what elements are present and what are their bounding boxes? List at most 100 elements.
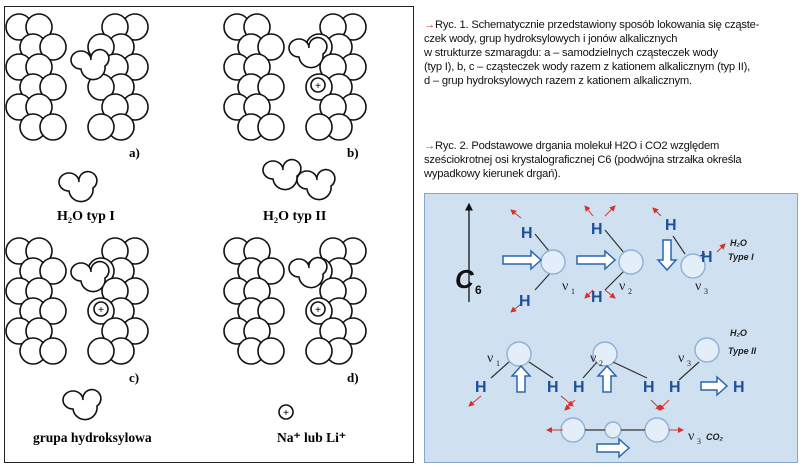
oxygen-ring-circle xyxy=(39,257,67,285)
vibration-arrow xyxy=(468,395,482,407)
panel-label-d: d) xyxy=(347,370,359,385)
figure-1-panel: a) b) c) d) H₂O typ I H₂O typ II grupa h… xyxy=(4,6,414,463)
figure-1-diagram: a) b) c) d) H₂O typ I H₂O typ II grupa h… xyxy=(5,13,367,445)
cation-plus-c: + xyxy=(98,304,104,316)
mode-nu-2: ν xyxy=(619,279,625,294)
oxygen-atom-circle xyxy=(694,337,720,363)
vibration-arrow xyxy=(564,399,576,411)
oxygen-ring-circle xyxy=(305,113,333,141)
cation-plus-b: + xyxy=(315,80,321,92)
vibration-arrow xyxy=(652,207,662,217)
legend-water-type1-shape xyxy=(58,170,98,203)
oxygen-atom-circle xyxy=(592,341,618,367)
caption-marker: → xyxy=(424,140,435,152)
caption-line: wypadkowy kierunek drgań). xyxy=(424,168,561,180)
h2o-label-type2: H₂O xyxy=(730,328,747,338)
panel-label-b: b) xyxy=(347,145,359,160)
c6-axis-label: C xyxy=(455,264,475,294)
mode-sub-1: 1 xyxy=(571,287,575,296)
legend-h2o-type1: H₂O typ I xyxy=(57,209,115,224)
oxygen-ring-circle xyxy=(257,337,285,365)
mode-sub-3-type2: 3 xyxy=(687,359,691,368)
mode-nu-1-type2: ν xyxy=(487,351,493,366)
caption-line: sześciokrotnej osi krystalograficznej C6… xyxy=(424,154,742,166)
legend-cation: Na⁺ lub Li⁺ xyxy=(277,430,346,445)
oxygen-ring-circle xyxy=(39,33,67,61)
cation-circle xyxy=(310,77,326,93)
figure-2-caption: →Ryc. 2. Podstawowe drgania molekuł H2O … xyxy=(424,139,796,181)
oxygen-atom-circle xyxy=(560,417,586,443)
h2o-label-type1: H₂O xyxy=(730,238,747,248)
mode-sub-2-type2: 2 xyxy=(599,359,603,368)
mode-sub-3: 3 xyxy=(704,287,708,296)
h-atom: H xyxy=(591,221,603,238)
caption-line: Ryc. 1. Schematycznie przedstawiony spos… xyxy=(435,19,760,31)
figure-2-diagram: C 6 H₂O Type I H₂O Type II CO₂ ν 1 ν 2 ν… xyxy=(455,202,757,459)
vibration-arrow xyxy=(604,289,616,299)
c6-axis-sub: 6 xyxy=(475,283,482,297)
co2-label: CO₂ xyxy=(706,432,724,442)
oxygen-atom-circle xyxy=(618,249,644,275)
water-molecule-b xyxy=(288,36,328,69)
caption-line: czek wody, grup hydroksylowych i jonów a… xyxy=(424,33,678,45)
caption-line: (typ I), b, c – cząsteczek wody razem z … xyxy=(424,61,751,73)
vibration-arrow xyxy=(604,205,616,217)
figure-1-caption: →Ryc. 1. Schematycznie przedstawiony spo… xyxy=(424,18,796,88)
h-atom: H xyxy=(701,249,713,266)
bond-line xyxy=(604,229,626,255)
resultant-double-arrow xyxy=(576,249,617,271)
legend-cation-plus: + xyxy=(283,407,289,419)
oxygen-ring-circle xyxy=(257,33,285,61)
legend-cation-shape xyxy=(278,404,294,420)
oxygen-atom-circle xyxy=(506,341,532,367)
legend-h2o-type2: H₂O typ II xyxy=(263,209,326,224)
mode-sub-1-type2: 1 xyxy=(496,359,500,368)
caption-line: d – grup hydroksylowych razem z kationem… xyxy=(424,75,692,87)
oxygen-ring-circle xyxy=(257,257,285,285)
vibration-arrow xyxy=(510,209,522,219)
h-atom: H xyxy=(669,379,681,396)
figure-2-panel: C 6 H₂O Type I H₂O Type II CO₂ ν 1 ν 2 ν… xyxy=(424,193,798,463)
mode-sub-3-co2: 3 xyxy=(697,437,701,446)
mode-nu-1: ν xyxy=(562,279,568,294)
type1-label: Type I xyxy=(728,252,754,262)
legend-hydroxyl: grupa hydroksylowa xyxy=(33,430,152,445)
resultant-double-arrow xyxy=(656,239,678,272)
water-molecule-a xyxy=(70,48,110,81)
h-atom: H xyxy=(519,293,531,310)
mode-nu-3-type2: ν xyxy=(678,351,684,366)
h-atom: H xyxy=(521,225,533,242)
vibration-arrow xyxy=(510,303,522,313)
mode-nu-3: ν xyxy=(695,279,701,294)
bond-line xyxy=(528,361,554,379)
vibration-arrow xyxy=(584,205,594,217)
oxygen-ring-circle xyxy=(87,337,115,365)
resultant-double-arrow xyxy=(502,249,543,271)
oxygen-ring-circle xyxy=(39,113,67,141)
resultant-double-arrow xyxy=(596,364,618,393)
cation-circle xyxy=(310,301,326,317)
mode-nu-2-type2: ν xyxy=(590,351,596,366)
legend-hydroxyl-shape xyxy=(62,388,102,421)
cation-plus-d: + xyxy=(315,304,321,316)
bond-line xyxy=(672,235,686,255)
mode-nu-3-co2: ν xyxy=(688,429,694,444)
panel-label-c: c) xyxy=(129,370,139,385)
vibration-arrow xyxy=(658,399,670,411)
oxygen-ring-circle xyxy=(39,337,67,365)
legend-water-type2-shape xyxy=(262,158,302,191)
resultant-double-arrow xyxy=(510,364,532,393)
caption-line: Ryc. 2. Podstawowe drgania molekuł H2O i… xyxy=(435,140,720,152)
h-atom: H xyxy=(591,289,603,306)
oxygen-ring-circle xyxy=(257,73,285,101)
panel-label-a: a) xyxy=(129,145,140,160)
oxygen-atom-circle xyxy=(680,253,706,279)
h-atom: H xyxy=(573,379,585,396)
vibration-arrow xyxy=(584,289,594,299)
oxygen-atom-circle xyxy=(604,421,622,439)
water-molecule-c xyxy=(70,260,110,293)
bond-line xyxy=(582,361,598,379)
h-atom: H xyxy=(733,379,745,396)
vibration-arrow xyxy=(716,243,726,253)
legend-water-type2-shape-2 xyxy=(296,168,336,201)
